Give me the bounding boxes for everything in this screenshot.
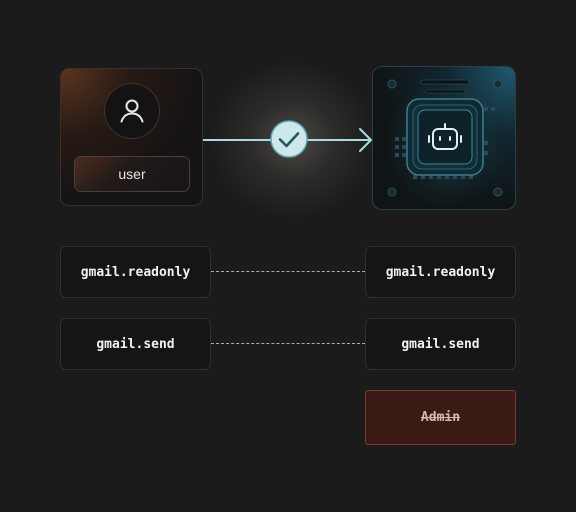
agent-scope-gmail-send: gmail.send xyxy=(365,318,516,370)
denied-scope-admin: Admin xyxy=(365,390,516,445)
chip-graphic xyxy=(387,79,503,197)
avatar xyxy=(104,83,160,139)
arrow-right-icon xyxy=(359,128,372,152)
robot-icon xyxy=(428,123,462,150)
user-label: user xyxy=(74,156,190,192)
agent-card xyxy=(372,66,516,210)
user-card: user xyxy=(60,68,203,206)
scope-link-readonly xyxy=(211,271,365,272)
scope-link-send xyxy=(211,343,365,344)
connector xyxy=(203,120,372,158)
user-scope-gmail-readonly: gmail.readonly xyxy=(60,246,211,298)
user-scope-gmail-send: gmail.send xyxy=(60,318,211,370)
check-icon xyxy=(270,120,308,158)
agent-scope-gmail-readonly: gmail.readonly xyxy=(365,246,516,298)
user-icon xyxy=(120,99,144,123)
